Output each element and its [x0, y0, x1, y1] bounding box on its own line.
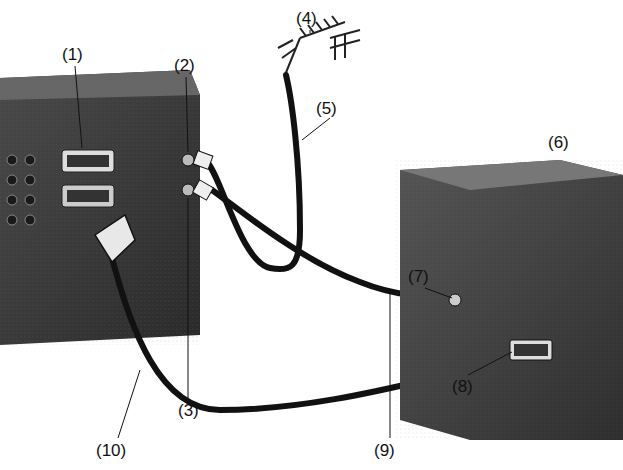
- callout-number: (8): [452, 378, 473, 395]
- callout-number: (1): [62, 46, 83, 63]
- rf-cable: [212, 190, 410, 295]
- callout-number: (6): [548, 134, 569, 151]
- callout-number: (5): [316, 100, 337, 117]
- leader-line: [75, 30, 512, 438]
- callout-number: (7): [408, 268, 429, 285]
- vcr-rear-panel: [0, 70, 200, 345]
- callout-number: (2): [174, 57, 195, 74]
- callout-number: (10): [96, 442, 126, 459]
- television: [395, 160, 623, 440]
- callout-number: (3): [178, 402, 199, 419]
- callout-number: (9): [374, 442, 395, 459]
- antenna: [278, 16, 360, 75]
- callout-number: (4): [296, 10, 317, 27]
